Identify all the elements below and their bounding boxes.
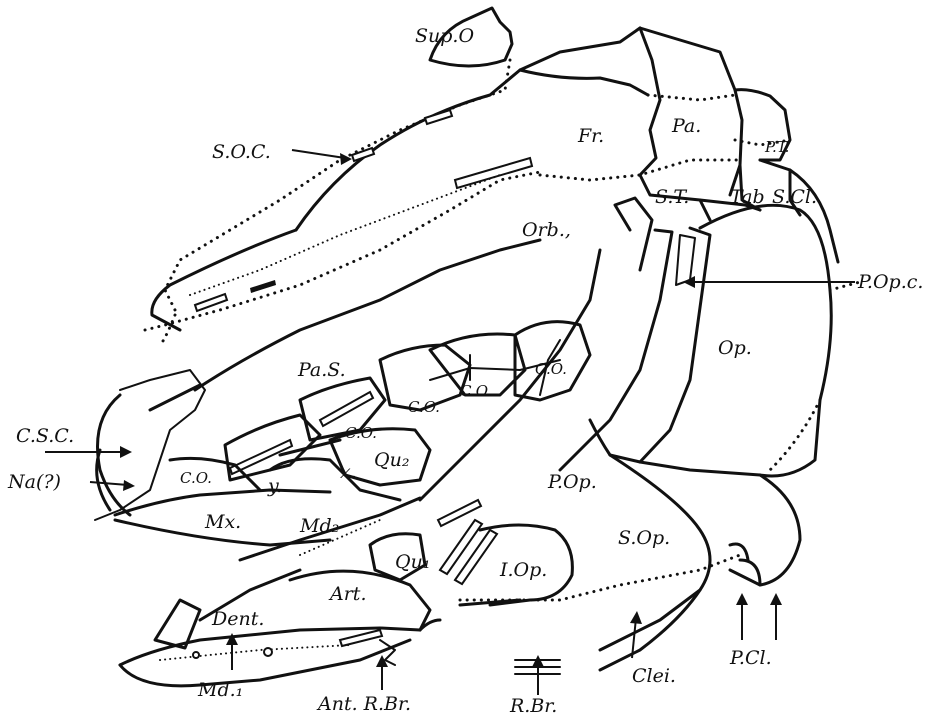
label-orb: Orb.,	[522, 219, 571, 241]
label-co-4: C.O.	[345, 424, 377, 442]
label-na: Na(?)	[7, 471, 61, 493]
label-tab: Tab	[730, 186, 765, 208]
label-antrbr: Ant. R.Br.	[316, 693, 411, 715]
label-pt: P.T.	[764, 138, 789, 156]
label-soc: S.O.C.	[212, 141, 271, 163]
label-md1: Md.₁	[197, 679, 243, 701]
label-co-1: C.O.	[535, 360, 567, 378]
label-co-5: C.O.	[180, 469, 212, 487]
label-pas: Pa.S.	[297, 359, 346, 381]
label-dent: Dent.	[211, 608, 264, 630]
label-clei: Clei.	[632, 665, 676, 687]
label-pcl: P.Cl.	[729, 647, 772, 669]
label-mx: Mx.	[204, 511, 241, 533]
label-csc: C.S.C.	[16, 425, 74, 447]
label-st: S.T.	[655, 186, 689, 208]
label-co-2: C.O.	[460, 382, 492, 400]
label-x: x.	[340, 461, 357, 483]
parietal-region	[640, 90, 838, 262]
bone-labels: Sup.O S.O.C. Fr. Pa. P.T. S.T. Tab S.Cl.…	[7, 25, 923, 717]
label-co-3: C.O.	[408, 398, 440, 416]
label-pop: P.Op.	[547, 471, 597, 493]
label-pa: Pa.	[671, 115, 701, 137]
label-sup-o: Sup.O	[415, 25, 474, 47]
label-qu2: Qu₂	[374, 449, 409, 471]
skull-roof-outline	[145, 8, 742, 345]
label-art: Art.	[328, 583, 366, 605]
label-op: Op.	[718, 337, 752, 359]
label-scl: S.Cl.	[772, 186, 817, 208]
label-rbr: R.Br.	[509, 695, 557, 717]
label-iop: I.Op.	[499, 559, 547, 581]
label-y: y.	[267, 475, 282, 497]
label-sop: S.Op.	[618, 527, 670, 549]
operculum-region	[420, 198, 860, 670]
label-fr: Fr.	[577, 125, 604, 147]
label-qu1: Qu₁	[395, 551, 430, 573]
label-md2: Md₂	[299, 515, 339, 537]
leader-lines	[45, 150, 855, 695]
label-popc: P.Op.c.	[857, 271, 923, 293]
